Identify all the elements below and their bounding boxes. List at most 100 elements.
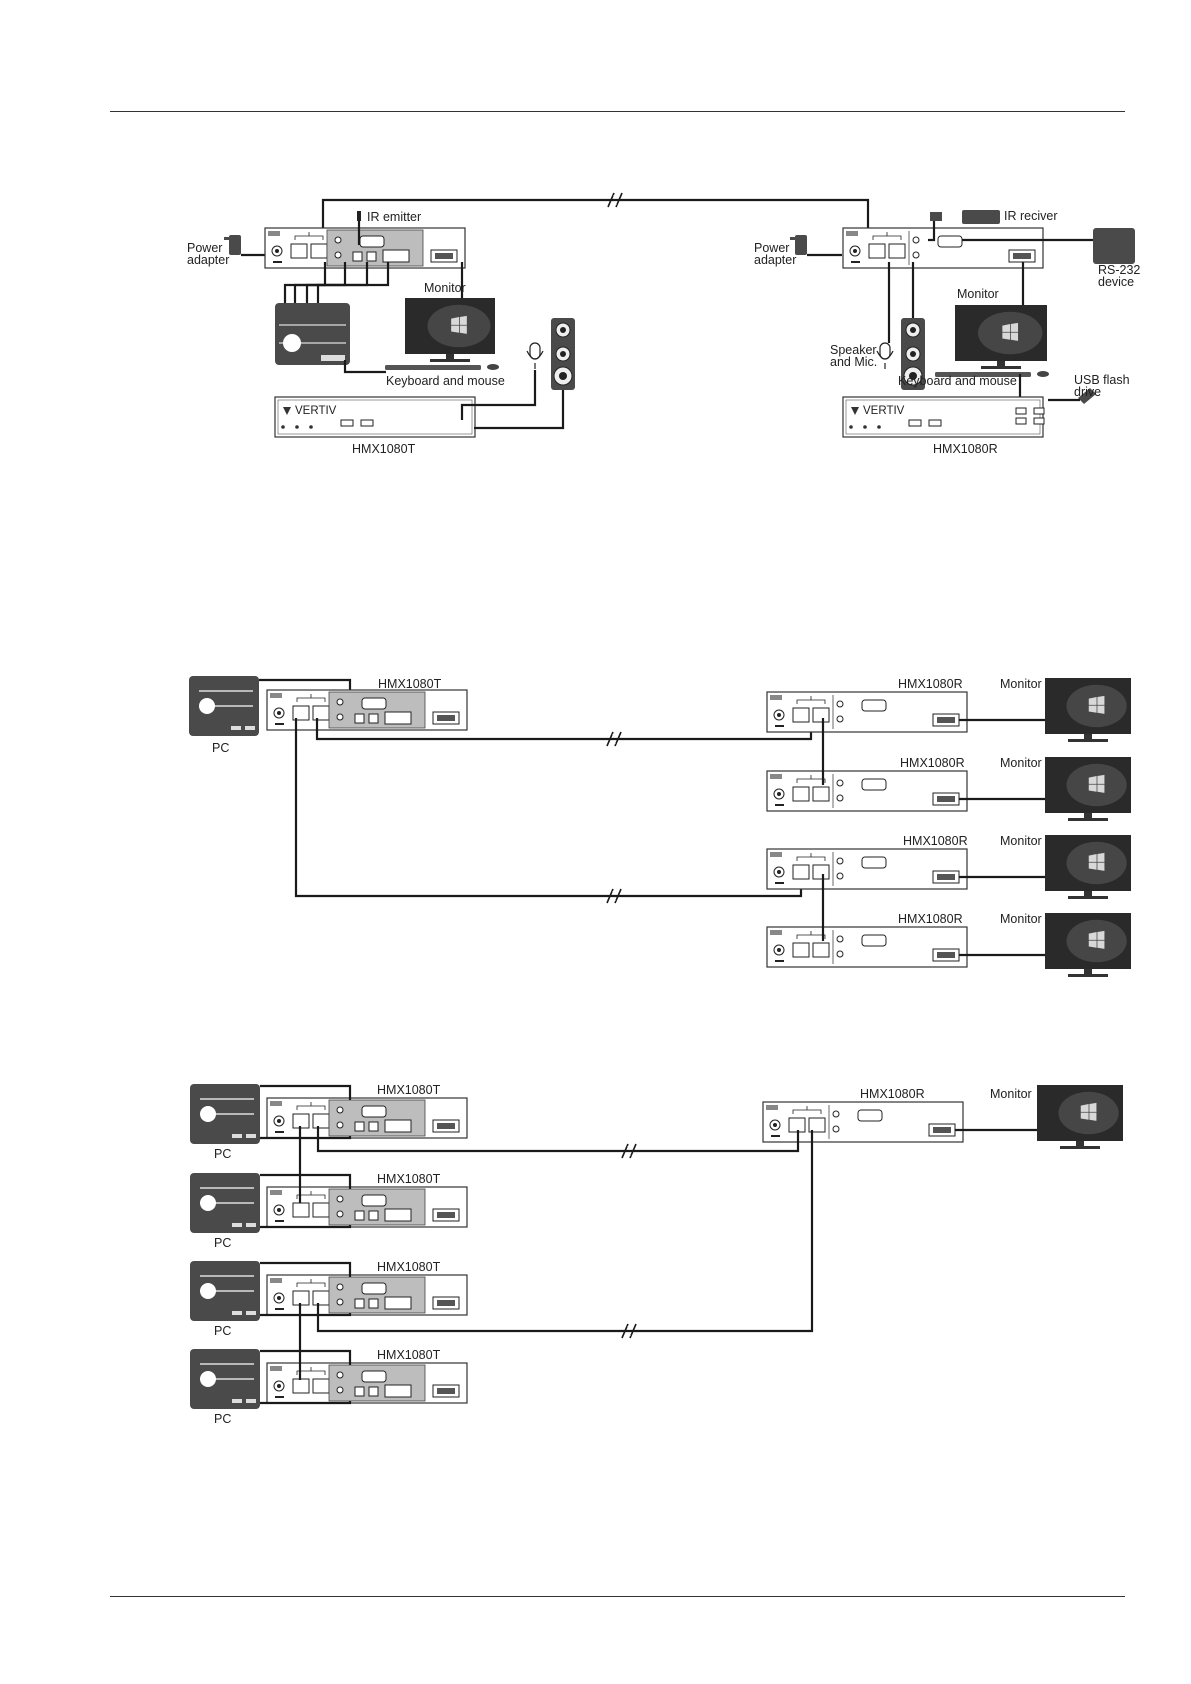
front-bezel xyxy=(277,399,473,435)
status-leds xyxy=(275,723,284,725)
dvi-out-pins xyxy=(937,717,955,723)
windows-logo-icon xyxy=(1088,774,1105,793)
status-leds xyxy=(275,1131,284,1133)
monitor-base xyxy=(1060,1146,1100,1149)
monitor-neck xyxy=(1084,891,1092,896)
keyboard-icon xyxy=(385,365,481,370)
rs232-port xyxy=(861,778,887,791)
ce-mark xyxy=(270,1190,282,1195)
pc-power-button-icon xyxy=(200,1195,216,1211)
ethernet-port-1 xyxy=(292,1202,310,1218)
dvi-out-pins xyxy=(933,1127,951,1133)
audio-jack-2 xyxy=(336,1386,344,1394)
ce-mark xyxy=(270,693,282,698)
ce-mark xyxy=(770,774,782,779)
speaker-woofer-core xyxy=(909,372,917,380)
console-ports xyxy=(321,355,345,361)
status-leds xyxy=(775,960,784,962)
diagram1-ir-receiver-cable xyxy=(928,221,936,242)
diagram2-monitor-4 xyxy=(1045,913,1131,977)
front-led-3 xyxy=(309,425,313,429)
diagram1-tx-monitor xyxy=(405,298,495,362)
diagram2-monitor-label-3-line: Monitor xyxy=(1000,834,1042,848)
diagram2-rx-model-label-2: HMX1080R xyxy=(900,756,965,770)
diagram1-tx-power-adapter-label-line: adapter xyxy=(187,253,229,267)
dvi-out-pins xyxy=(1013,253,1031,259)
diagram2-tx-model-label: HMX1080T xyxy=(378,677,442,691)
diagram2-tx-model-label-line: HMX1080T xyxy=(378,677,442,691)
diagram2-rx-rear-2 xyxy=(766,770,968,812)
diagram1-rx-model-label-line: HMX1080R xyxy=(933,442,998,456)
usb-b-port-2 xyxy=(368,1210,379,1221)
diagram3-pc-label-1: PC xyxy=(214,1147,231,1161)
audio-jack-2 xyxy=(832,1125,840,1133)
ethernet-port-1 xyxy=(292,1378,310,1394)
monitor-base xyxy=(1068,818,1108,821)
ethernet-port-2 xyxy=(812,707,830,723)
pc-usb-port-2 xyxy=(246,1134,256,1138)
diagram2-pc-label-line: PC xyxy=(212,741,229,755)
dvi-in-port xyxy=(384,1384,412,1398)
windows-logo-icon xyxy=(1088,930,1105,949)
network-symbol xyxy=(792,1106,822,1114)
monitor-base xyxy=(430,359,470,362)
mouse-icon xyxy=(487,364,499,370)
diagram1-tx-keyboard-cable xyxy=(343,360,386,374)
ethernet-port-1 xyxy=(792,864,810,880)
speaker-tweeter-core xyxy=(560,327,566,333)
ce-mark xyxy=(770,852,782,857)
rs232-port xyxy=(361,1282,387,1295)
diagram3-rx-rear xyxy=(762,1101,964,1143)
monitor-neck xyxy=(997,361,1005,366)
power-jack-pin xyxy=(277,1296,281,1300)
diagram3-pc-bottom-cable-4 xyxy=(260,1401,352,1405)
audio-jack-2 xyxy=(336,1210,344,1218)
ethernet-port-1 xyxy=(292,1290,310,1306)
diagram1-rx-usb-port-4 xyxy=(1033,417,1045,425)
diagram3-tx-rear-4 xyxy=(266,1362,468,1404)
diagram1-console-switch xyxy=(275,303,350,365)
ce-mark xyxy=(268,231,280,236)
ce-mark xyxy=(270,1278,282,1283)
windows-logo-icon xyxy=(1080,1102,1097,1121)
diagram2-rx-model-label-2-line: HMX1080R xyxy=(900,756,965,770)
front-led-1 xyxy=(849,425,853,429)
ethernet-port-2 xyxy=(312,705,330,721)
diagram1-ir-emitter-icon xyxy=(357,211,361,221)
pc-usb-port-2 xyxy=(245,726,255,730)
dvi-out-pins xyxy=(937,952,955,958)
diagram3-pc-bottom-cable-2 xyxy=(260,1225,352,1229)
monitor-base xyxy=(1068,739,1108,742)
windows-logo-icon xyxy=(1002,322,1019,341)
windows-logo-icon xyxy=(1088,695,1105,714)
audio-jack-1 xyxy=(912,236,920,244)
power-jack-pin xyxy=(777,713,781,717)
network-symbol xyxy=(296,694,326,702)
power-adapter-prong xyxy=(224,237,230,240)
audio-jack-1 xyxy=(836,857,844,865)
diagram2-rx-rear-4 xyxy=(766,926,968,968)
dvi-out-pins xyxy=(937,874,955,880)
network-symbol xyxy=(872,232,902,240)
diagram3-pc-label-2-line: PC xyxy=(214,1236,231,1250)
front-button-2 xyxy=(928,419,942,427)
ce-mark xyxy=(770,930,782,935)
diagram1-tx-keyboard-label: Keyboard and mouse xyxy=(386,374,505,388)
power-jack-pin xyxy=(777,792,781,796)
brand-wordmark: VERTIV xyxy=(295,405,337,417)
pc-power-button-icon xyxy=(199,698,215,714)
diagram3-tx-rear-1 xyxy=(266,1097,468,1139)
audio-jack-1 xyxy=(336,1371,344,1379)
status-leds xyxy=(275,1396,284,1398)
audio-jack-1 xyxy=(836,779,844,787)
pc-power-button-icon xyxy=(200,1371,216,1387)
audio-jack-2 xyxy=(336,713,344,721)
windows-logo-icon xyxy=(451,315,467,334)
status-leds xyxy=(775,804,784,806)
status-leds xyxy=(775,882,784,884)
ethernet-port-1 xyxy=(792,707,810,723)
audio-jack-2 xyxy=(836,715,844,723)
diagram3-rx-model-label-line: HMX1080R xyxy=(860,1087,925,1101)
usb-b-port-2 xyxy=(368,713,379,724)
diagram1-rx-speaker-2 xyxy=(901,342,925,390)
